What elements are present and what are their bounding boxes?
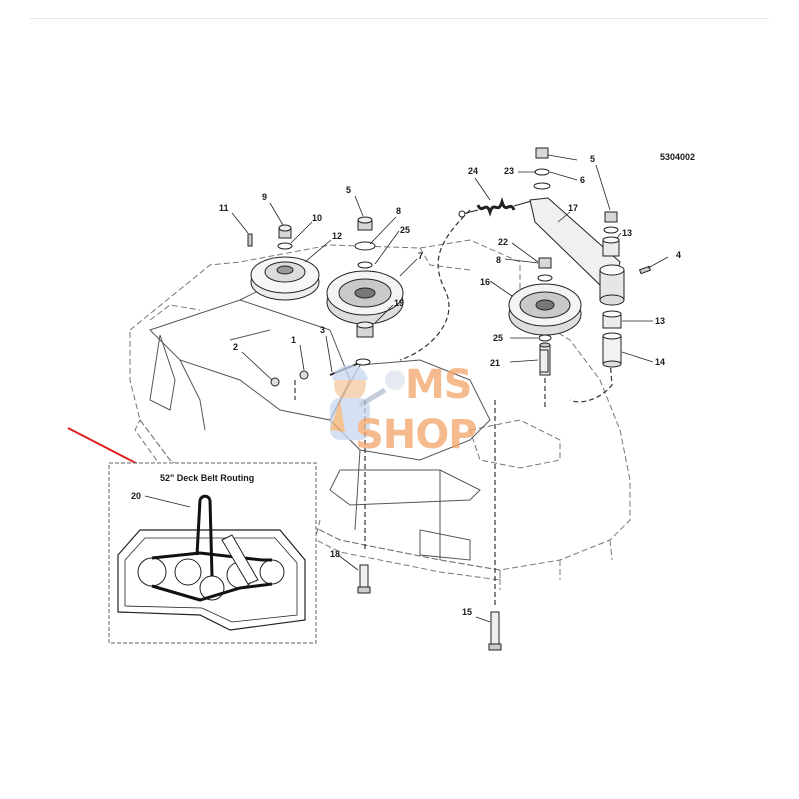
callout-19: 19 [394,298,404,308]
callout-8-center: 8 [396,206,401,216]
deck-structure [149,289,491,561]
callout-10: 10 [312,213,322,223]
nut-9 [278,224,292,239]
bolt-18 [357,564,371,594]
drawing-id: 5304002 [660,152,695,162]
callout-13-bottom: 13 [655,316,665,326]
hardware-stack-arm [533,147,652,368]
inset-pulleys [137,557,285,601]
callout-leaders [231,154,669,623]
callout-14: 14 [655,357,665,367]
key-11 [247,233,253,247]
callout-24: 24 [468,166,478,176]
top-divider [30,18,769,19]
inset-belt-leader [144,495,191,508]
watermark-line2: SHOP [355,412,477,458]
pulley-left-12 [250,256,320,301]
callout-4: 4 [676,250,681,260]
callout-2: 2 [233,342,238,352]
washer-10 [277,242,293,250]
callout-12: 12 [332,231,342,241]
inset-belt [151,494,273,602]
callout-16: 16 [480,277,490,287]
inset-title: 52" Deck Belt Routing [160,473,254,483]
callout-5-arm: 5 [590,154,595,164]
pulley-center-7 [326,270,404,325]
callout-13-top: 13 [622,228,632,238]
callout-9: 9 [262,192,267,202]
callout-6: 6 [580,175,585,185]
callout-3: 3 [320,325,325,335]
callout-22: 22 [498,237,508,247]
callout-5-center: 5 [346,185,351,195]
spring-24 [458,196,536,218]
callout-25-center: 25 [400,225,410,235]
callout-23: 23 [504,166,514,176]
callout-21: 21 [490,358,500,368]
bolt-15 [488,611,502,651]
callout-1: 1 [291,335,296,345]
watermark: MS SHOP [330,362,478,458]
watermark-mascot [330,365,405,440]
bolt-21 [539,349,549,373]
callout-7: 7 [418,251,423,261]
callout-18: 18 [330,549,340,559]
callout-labels: 1 2 3 4 5 5 6 7 8 8 9 10 11 12 13 13 14 … [219,154,681,617]
callout-25-right: 25 [493,333,503,343]
belt-routing-inset: 52" Deck Belt Routing 20 [108,462,317,644]
inset-idler-arm [221,534,259,585]
watermark-line1: MS [405,362,472,408]
idler-arm-17 [529,197,625,306]
inset-belt-callout: 20 [131,491,141,501]
pulley-right-16 [508,283,582,336]
callout-15: 15 [462,607,472,617]
callout-17: 17 [568,203,578,213]
callout-11: 11 [219,203,229,213]
callout-8-right: 8 [496,255,501,265]
